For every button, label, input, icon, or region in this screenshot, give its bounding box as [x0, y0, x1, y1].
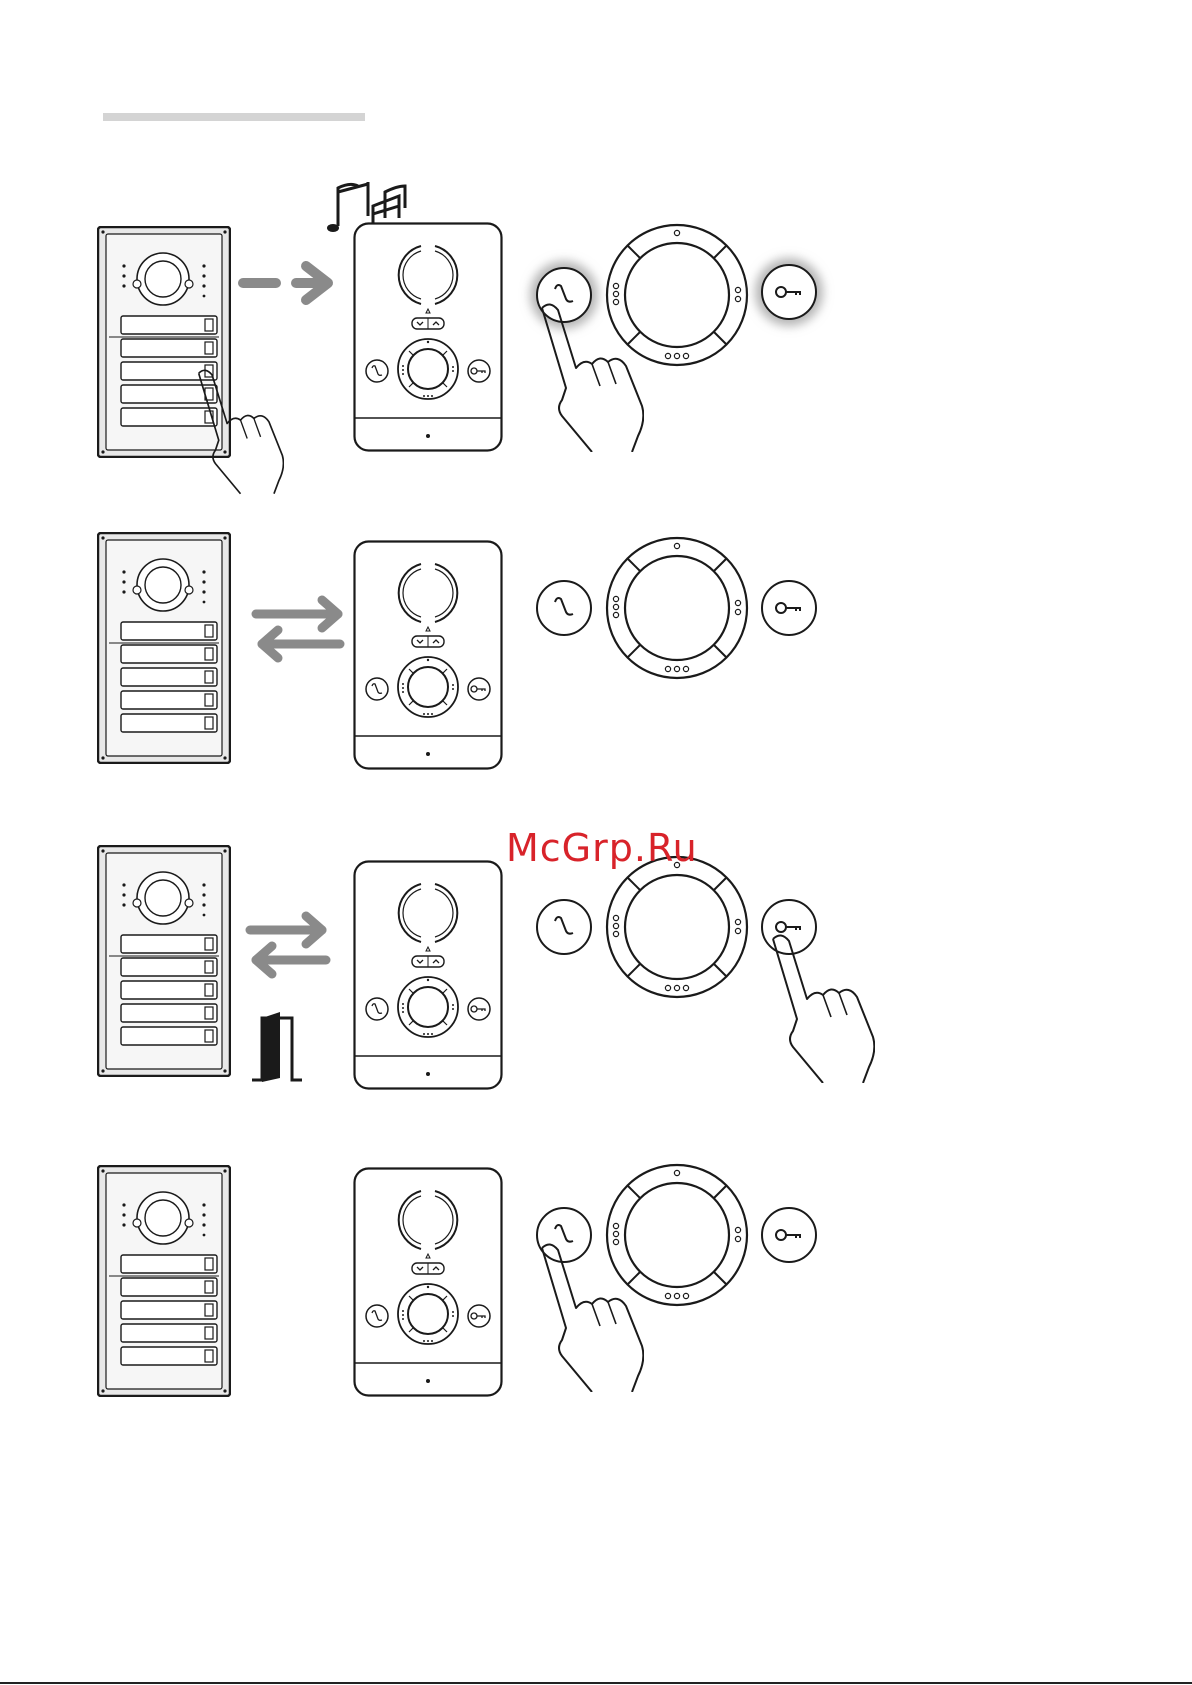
step-3-door-release [0, 840, 1192, 1090]
indoor-station [355, 224, 502, 451]
navigation-ring[interactable] [607, 857, 747, 997]
navigation-ring[interactable] [607, 538, 747, 678]
entrance-panel [98, 1166, 230, 1396]
step-4-end-call [0, 1160, 1192, 1410]
entrance-panel [98, 227, 230, 457]
navigation-ring[interactable] [607, 1165, 747, 1305]
door-release-button[interactable] [762, 1208, 816, 1262]
door-release-button[interactable] [762, 900, 816, 954]
navigation-ring[interactable] [607, 225, 747, 365]
indoor-station [355, 542, 502, 769]
step-1-incoming-call [0, 170, 1192, 500]
indoor-station [355, 1169, 502, 1396]
section-header-bar [103, 113, 365, 121]
answer-button[interactable] [537, 581, 591, 635]
indoor-station [355, 862, 502, 1089]
door-release-button[interactable] [762, 265, 816, 319]
entrance-panel [98, 846, 230, 1076]
two-way-arrow-icon [256, 600, 340, 658]
door-release-button[interactable] [762, 581, 816, 635]
pointing-hand-icon [773, 935, 874, 1083]
watermark: McGrp.Ru [506, 826, 698, 870]
open-door-icon [252, 1012, 302, 1082]
answer-button[interactable] [537, 1208, 591, 1262]
entrance-panel [98, 533, 230, 763]
page-footer-rule [0, 1682, 1192, 1684]
two-way-arrow-icon [250, 916, 326, 974]
answer-button[interactable] [537, 268, 591, 322]
step-2-conversation [0, 520, 1192, 780]
answer-button[interactable] [537, 900, 591, 954]
dashed-arrow-icon [243, 266, 328, 300]
